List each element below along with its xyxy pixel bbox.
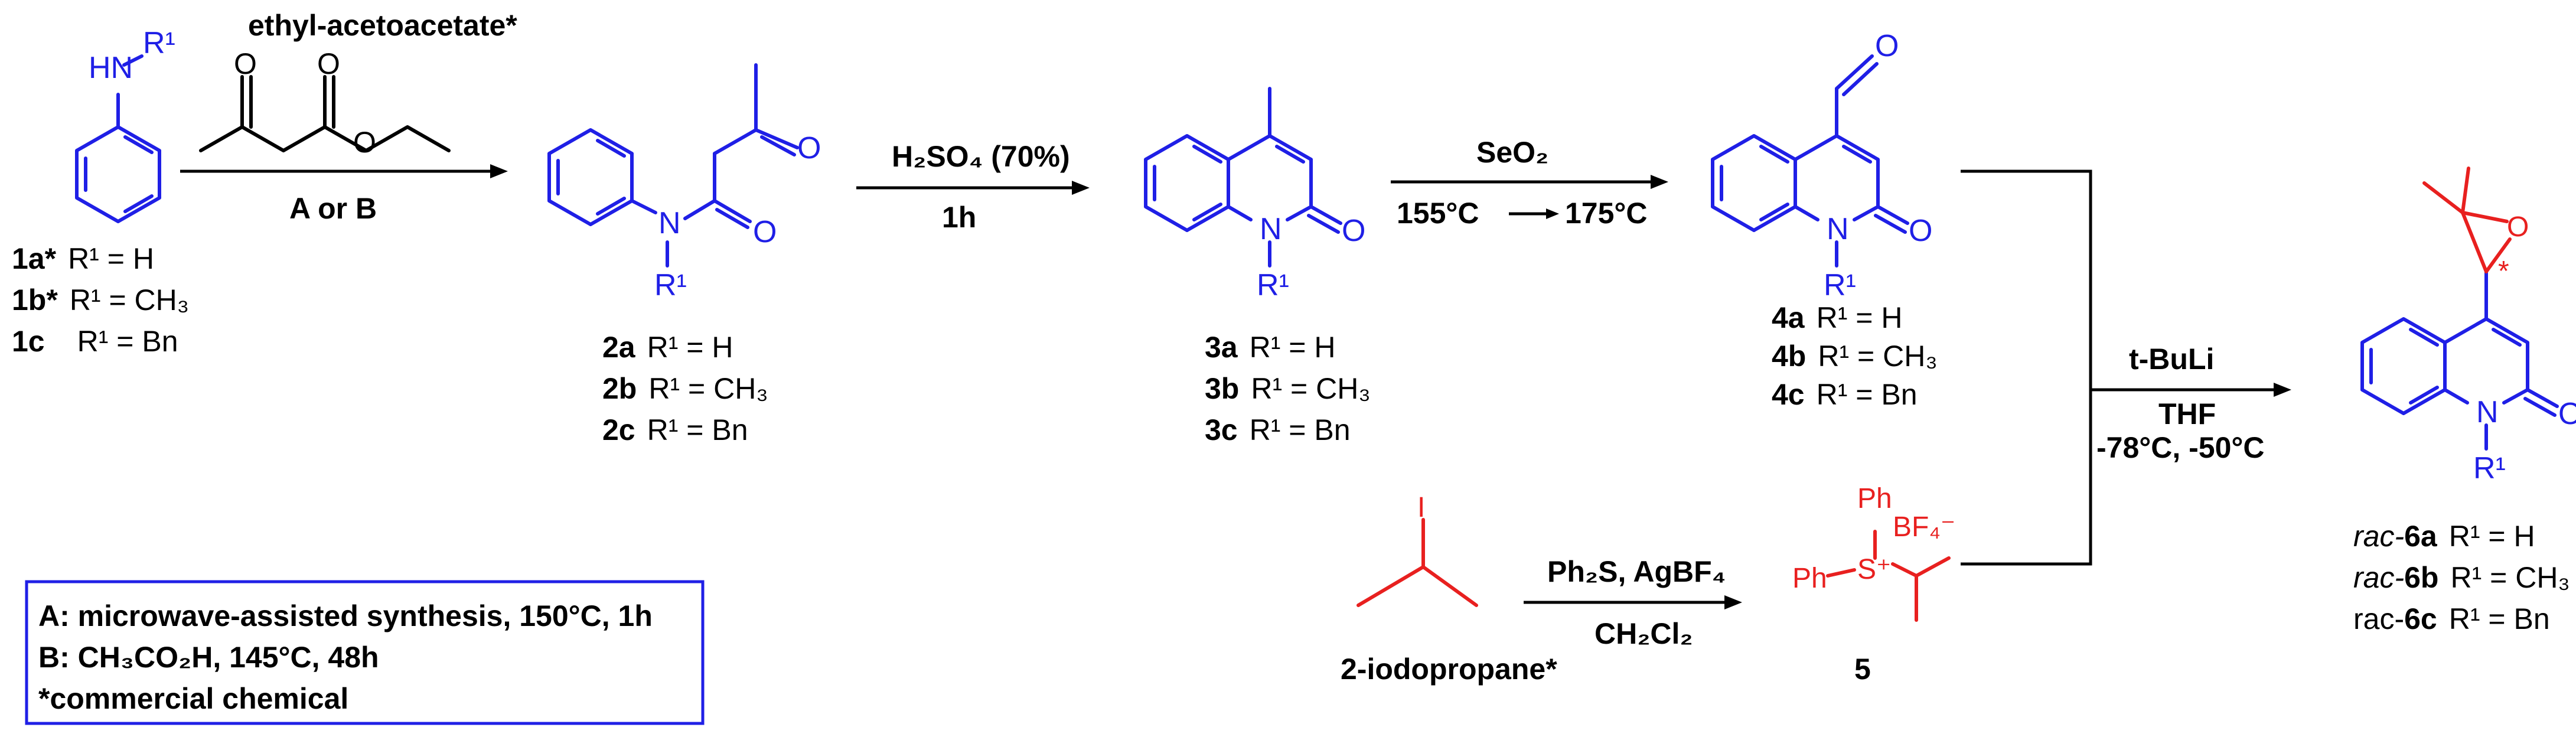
compound-5-label: 5 [1854, 653, 1871, 686]
legend-box [25, 580, 705, 725]
atom-r1-6: R¹ [2473, 451, 2506, 485]
atom-n-4: N [1827, 212, 1849, 246]
arrow-step-2-head [1072, 181, 1090, 195]
compound-5-structure: Ph BF₄⁻ S⁺ Ph [1792, 483, 1955, 622]
arrow-sulfonium-head [1724, 595, 1742, 609]
step-1-conditions: A or B [289, 192, 377, 225]
atom-o-3: O [1342, 214, 1365, 248]
step-4-temp: -78°C, -50°C [2096, 431, 2265, 464]
step-3-temp-end: 175°C [1565, 197, 1648, 230]
legend-line-b: B: CH₃CO₂H, 145°C, 48h [38, 641, 379, 674]
compound-1a-label: 1a*R¹ = H [12, 242, 154, 275]
atom-o-6: O [2558, 397, 2576, 431]
ethyl-acetoacetate-label: ethyl-acetoacetate* [248, 9, 517, 42]
atom-o-ketone-2: O [797, 131, 821, 165]
compound-6-structure: O * N O R¹ [2360, 167, 2576, 485]
arrow-step-1-head [490, 164, 508, 178]
convergence-bracket [1961, 169, 2092, 566]
sulfonium-solvent: CH₂Cl₂ [1594, 617, 1693, 650]
stereocenter-star: * [2498, 256, 2509, 287]
compound-3-structure: N O R¹ [1144, 87, 1365, 302]
iodopropane-structure: I [1357, 492, 1478, 607]
atom-i: I [1417, 492, 1425, 523]
arrow-step-3-head [1651, 175, 1668, 189]
step-3-temp-start: 155°C [1397, 197, 1479, 230]
atom-o-amide: O [753, 215, 777, 249]
atom-o-aldehyde: O [1875, 29, 1899, 63]
atom-o-ketone: O [234, 47, 257, 80]
atom-bf4: BF₄⁻ [1893, 511, 1955, 543]
atom-o-4: O [1909, 214, 1932, 248]
atom-r1-2: R¹ [654, 268, 687, 302]
atom-ph-top: Ph [1857, 483, 1892, 514]
atom-r1-4: R¹ [1824, 268, 1856, 302]
arrow-temp-ramp-head [1546, 208, 1559, 219]
atom-n-amide: N [658, 206, 681, 240]
step-4-solvent: THF [2158, 397, 2216, 431]
sulfonium-reagents: Ph₂S, AgBF₄ [1547, 555, 1726, 588]
compound-2-structure: N O O R¹ [547, 63, 821, 302]
iodopropane-label: 2-iodopropane* [1341, 653, 1557, 686]
atom-s-plus: S⁺ [1857, 554, 1891, 585]
atom-r1-3: R¹ [1257, 268, 1289, 302]
atom-ph-left: Ph [1792, 563, 1827, 594]
compound-4-structure: O N O R¹ [1711, 29, 1932, 302]
step-4-base: t-BuLi [2129, 343, 2214, 376]
atom-o-ester-carbonyl: O [317, 47, 340, 80]
atom-hn: HN [89, 51, 133, 85]
step-2-time: 1h [942, 201, 976, 234]
compound-1-structure: HN R¹ [75, 26, 175, 223]
step-2-reagent: H₂SO₄ (70%) [892, 140, 1070, 173]
atom-o-ester: O [353, 126, 376, 159]
step-3-reagent: SeO₂ [1476, 136, 1548, 169]
legend-line-a: A: microwave-assisted synthesis, 150°C, … [38, 599, 653, 632]
compound-1b-label: 1b*R¹ = CH₃ [12, 283, 189, 317]
arrow-step-4-head [2274, 383, 2291, 397]
legend-line-c: *commercial chemical [38, 682, 348, 715]
atom-n-6: N [2476, 395, 2499, 429]
atom-o-epoxide: O [2507, 211, 2529, 243]
atom-n-3: N [1260, 212, 1282, 246]
ethyl-acetoacetate-structure: O O O [199, 47, 451, 159]
atom-r1: R¹ [143, 26, 175, 60]
